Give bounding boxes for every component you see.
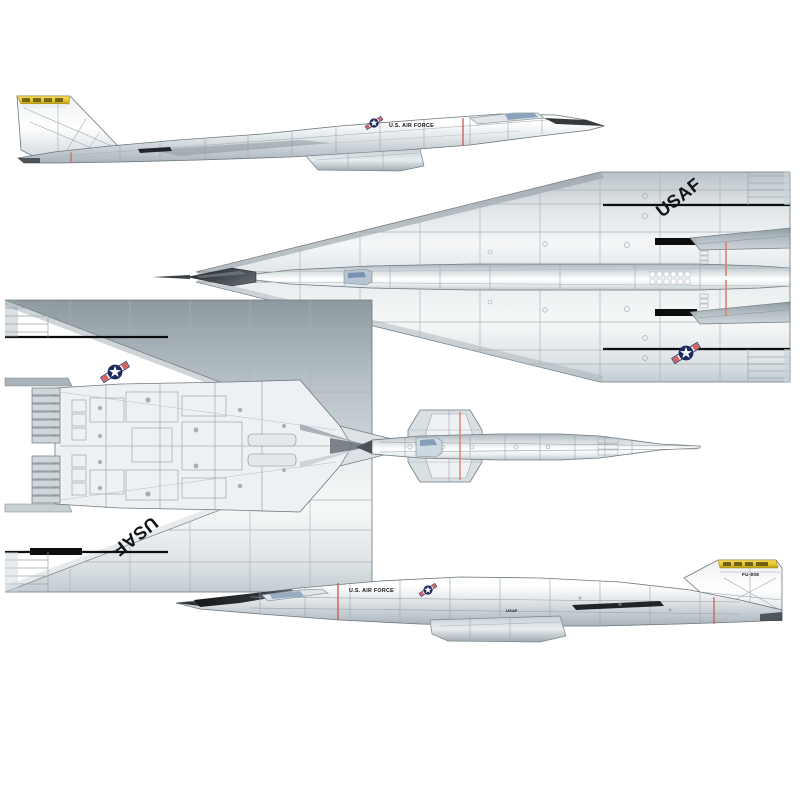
view-plan-upper-right: USAF bbox=[152, 171, 791, 383]
markings-upper-left: U.S. AIR FORCE bbox=[364, 115, 434, 131]
tail-code-text: FU-808 bbox=[742, 572, 759, 577]
canopy-upper-left bbox=[469, 112, 604, 126]
wing-walkway-stripe bbox=[655, 238, 697, 245]
view-side-lower-right: FU-808 bbox=[175, 559, 783, 643]
usaf-service-text: U.S. AIR FORCE bbox=[389, 123, 434, 129]
view-plan-lower-left: USAF bbox=[4, 299, 470, 593]
fuselage-plan-upper bbox=[152, 242, 791, 316]
stencil-text: USAF bbox=[506, 608, 518, 613]
markings-lower-right: U.S. AIR FORCE USAF bbox=[349, 582, 518, 613]
wing-walkway-stripe bbox=[655, 309, 697, 316]
usaf-service-text: U.S. AIR FORCE bbox=[349, 588, 394, 594]
vertical-fin-upper-left bbox=[16, 95, 119, 159]
view-side-upper-left: U.S. AIR FORCE bbox=[16, 95, 606, 172]
fuselage-plan-lower bbox=[31, 379, 470, 513]
fuselage-lower-right bbox=[175, 576, 783, 643]
wing-walkway-stripe bbox=[30, 548, 82, 555]
view-plan-fuselage-center bbox=[300, 409, 701, 483]
vertical-fin-plan-upper bbox=[689, 227, 791, 325]
